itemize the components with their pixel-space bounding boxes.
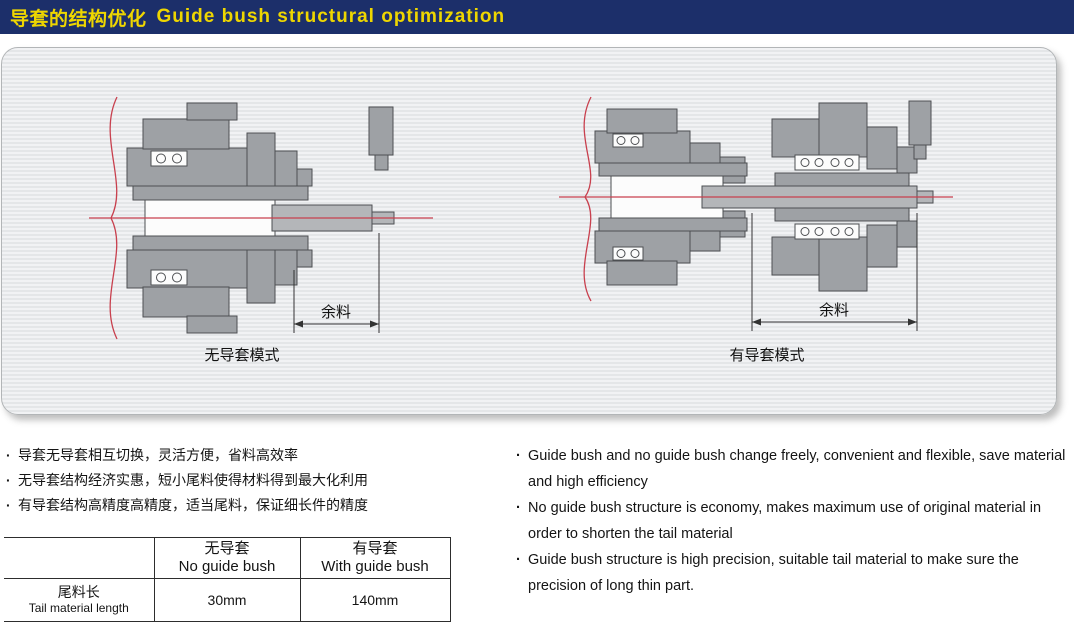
page-title-cn: 导套的结构优化 [10,8,147,30]
tail-material-dimension: 余料 [293,233,380,333]
note-item: Guide bush and no guide bush change free… [514,443,1070,495]
notes-en-list: Guide bush and no guide bush change free… [514,443,1070,599]
col-header-cn: 有导套 [352,540,398,557]
note-item: Guide bush structure is high precision, … [514,547,1070,599]
header-bar: 导套的结构优化 Guide bush structural optimizati… [0,0,1074,34]
col-header-with-guide-bush: 有导套 With guide bush [299,537,451,579]
no-guide-bush-mode-label: 无导套模式 [204,347,280,364]
tail-material-dimension: 余料 [751,213,918,331]
col-header-no-guide-bush: 无导套 No guide bush [153,537,301,579]
guide-bush-assembly [771,102,918,292]
bearing-icon [150,150,188,286]
dimension-label: 余料 [321,303,351,321]
cutting-tool [908,100,932,160]
with-guide-bush-diagram: 余料 [559,96,953,331]
row-header-cn: 尾料长 [57,584,100,600]
note-item: 有导套结构高精度高精度，适当尾料，保证细长件的精度 [4,493,490,518]
col-header-cn: 无导套 [204,540,250,557]
note-item: 导套无导套相互切换，灵活方便，省料高效率 [4,443,490,468]
row-header-tail-material-length: 尾料长 Tail material length [4,578,155,622]
note-item: No guide bush structure is economy, make… [514,495,1070,547]
bearing-icon [612,133,644,261]
break-line [583,96,592,302]
notes-cn-list: 导套无导套相互切换，灵活方便，省料高效率 无导套结构经济实惠，短小尾料使得材料得… [4,443,490,518]
row-header-en: Tail material length [28,601,129,615]
value-with-guide-bush: 140mm [299,578,451,622]
table-corner-cell [4,537,155,579]
diagram-panel: 余料 [1,47,1057,415]
col-header-en: No guide bush [178,558,276,575]
machine-cross-section [594,100,934,292]
value-no-guide-bush: 30mm [153,578,301,622]
no-guide-bush-diagram: 余料 [89,96,433,340]
cutting-tool [368,106,394,171]
col-header-en: With guide bush [321,558,429,575]
with-guide-bush-mode-label: 有导套模式 [729,347,805,364]
page-title-en: Guide bush structural optimization [156,6,506,27]
dimension-label: 余料 [819,301,849,319]
comparison-table: 无导套 No guide bush 有导套 With guide bush 尾料… [4,537,451,622]
comparison-table-wrap: 无导套 No guide bush 有导套 With guide bush 尾料… [4,537,451,622]
note-item: 无导套结构经济实惠，短小尾料使得材料得到最大化利用 [4,468,490,493]
